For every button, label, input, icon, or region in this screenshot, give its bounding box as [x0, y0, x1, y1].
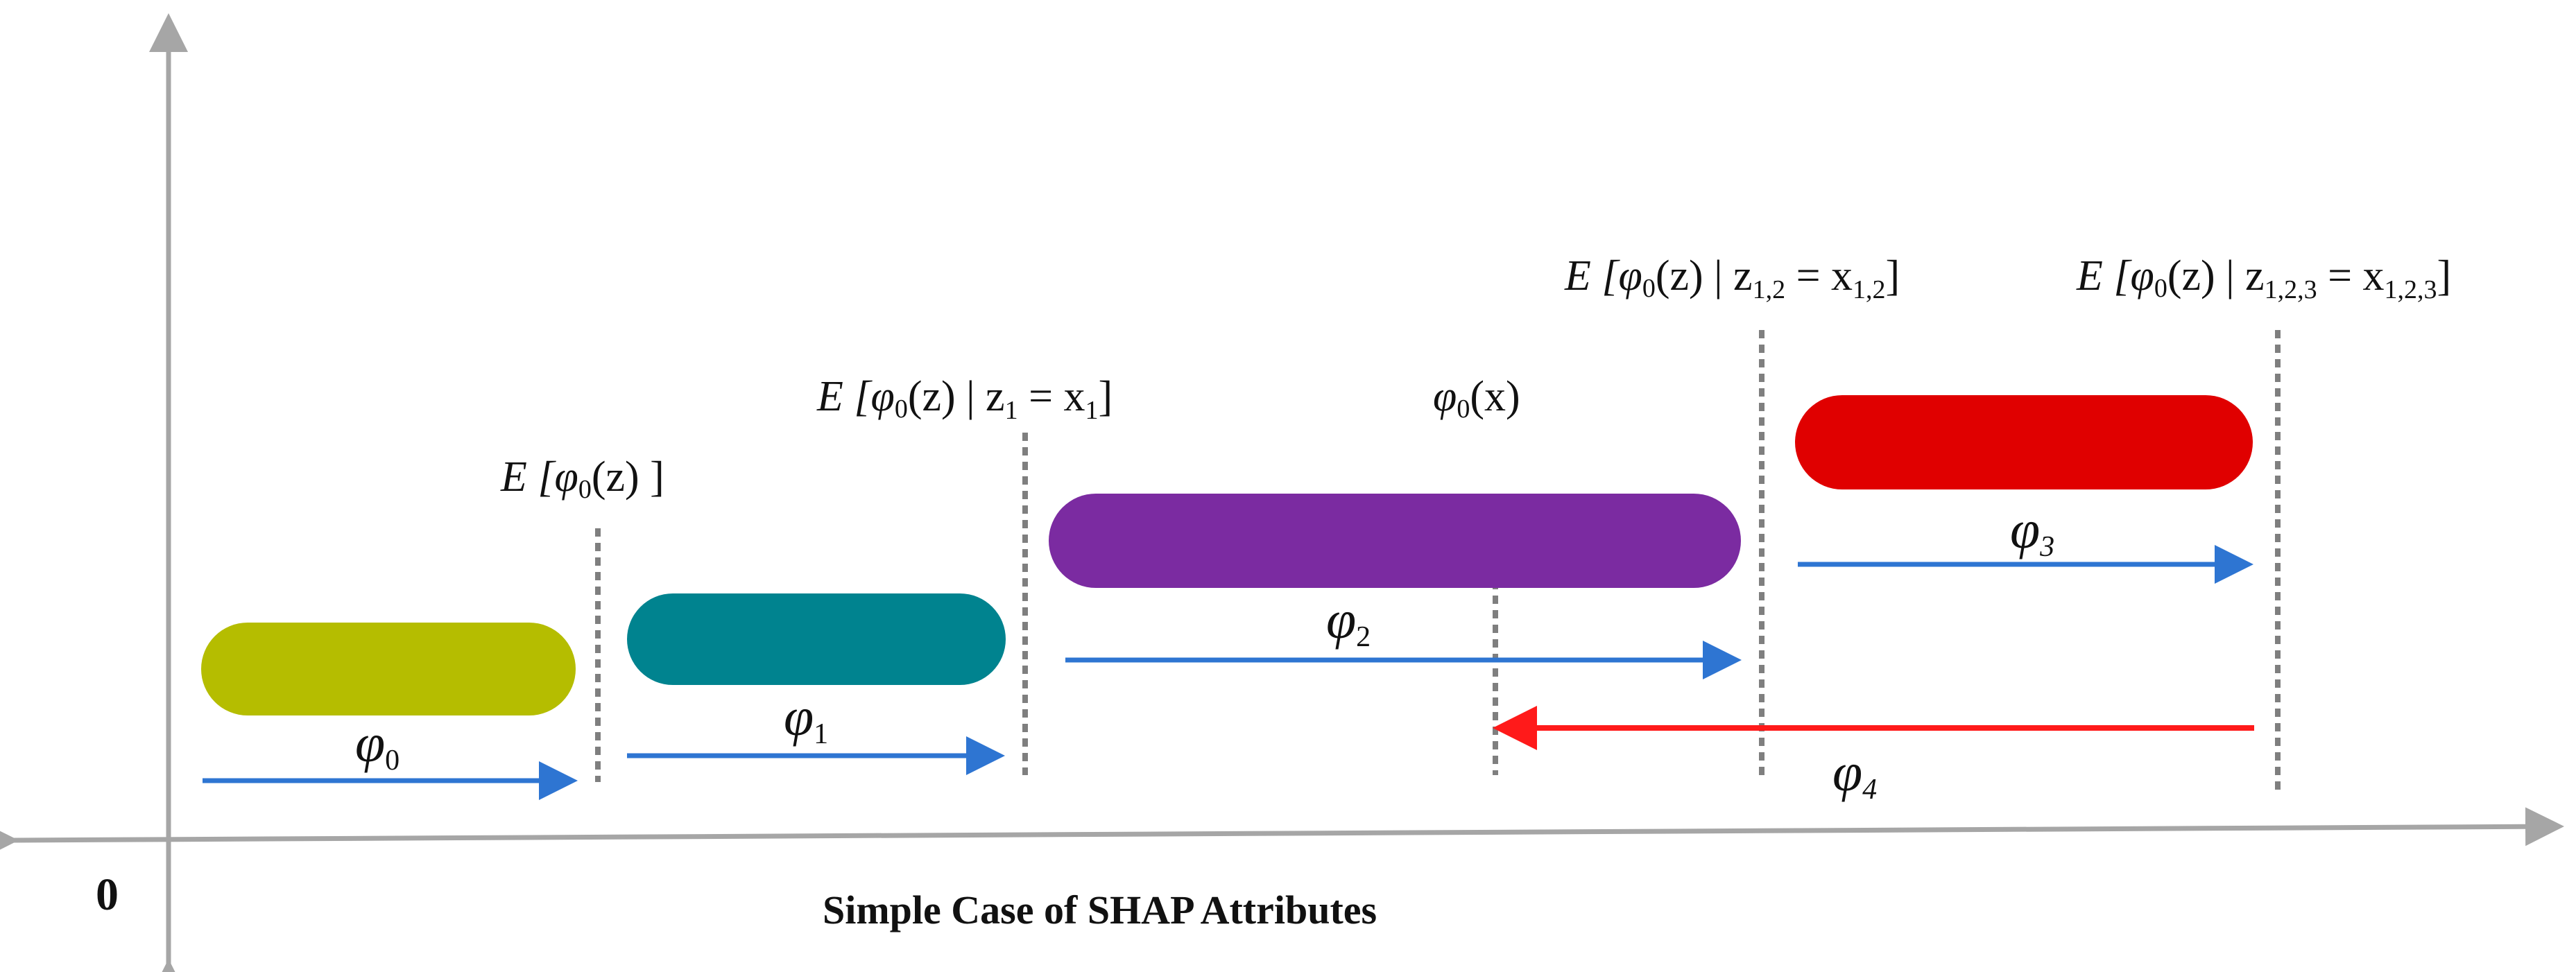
- label-e-z1: E [φ0(z) | z1 = x1]: [816, 373, 1113, 425]
- label-phi3: φ3: [2010, 499, 2054, 563]
- label-phi0: φ0: [355, 713, 400, 776]
- bar-phi3: [1795, 395, 2253, 489]
- axes: 0: [0, 13, 2564, 972]
- phi-labels: φ0 φ1 φ2 φ3 φ4: [355, 499, 2054, 806]
- diagram-caption: Simple Case of SHAP Attributes: [823, 887, 1377, 932]
- origin-label: 0: [96, 869, 119, 920]
- label-phi2: φ2: [1326, 589, 1371, 653]
- expectation-labels: E [φ0(z) ] E [φ0(z) | z1 = x1] φ0(x) E […: [500, 252, 2451, 504]
- horizontal-axis: [0, 807, 2564, 860]
- bar-phi2: [1049, 494, 1741, 588]
- bar-phi0: [201, 623, 576, 715]
- bars: [201, 395, 2253, 715]
- label-e-phi0: E [φ0(z) ]: [500, 453, 664, 504]
- arrows: [203, 545, 2254, 800]
- label-phi4: φ4: [1832, 742, 1877, 806]
- bar-phi1: [627, 593, 1006, 685]
- label-phi1: φ1: [784, 686, 828, 750]
- label-e-z123: E [φ0(z) | z1,2,3 = x1,2,3]: [2076, 252, 2451, 304]
- label-phi0x: φ0(x): [1433, 373, 1520, 424]
- label-e-z12: E [φ0(z) | z1,2 = x1,2]: [1564, 252, 1900, 304]
